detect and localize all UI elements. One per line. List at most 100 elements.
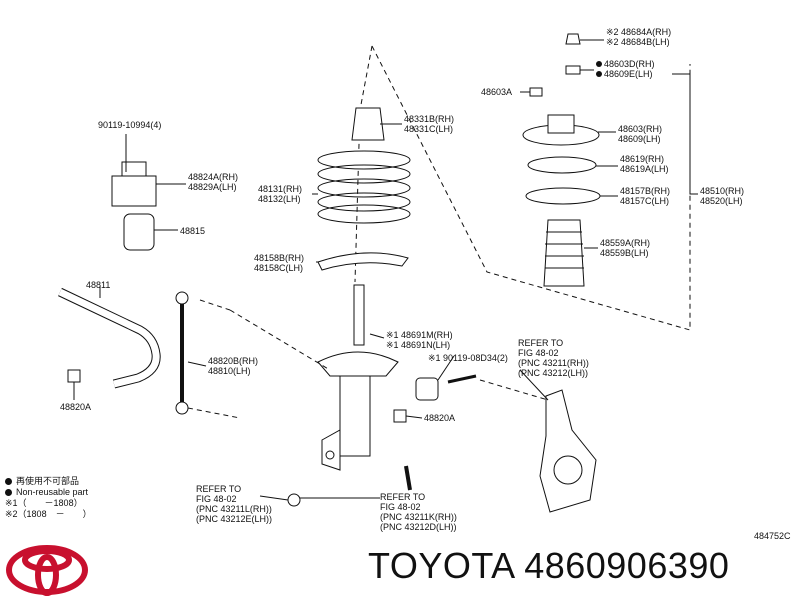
spring-seat-48158-icon <box>317 252 409 271</box>
refer-pnc-lh: (PNC 43212E(LH)) <box>196 514 273 524</box>
label-48820A-left: 48820A <box>60 402 92 412</box>
refer-to-43211: REFER TO FIG 48-02 (PNC 43211(RH)) (PNC … <box>518 338 589 378</box>
refer-fig-text: FIG 48-02 <box>518 348 559 358</box>
label-48158B: 48158B(RH) <box>254 253 305 263</box>
label-48603RH: 48603(RH) <box>618 124 663 134</box>
label-48824: 48824A(RH) 48829A(LH) <box>188 172 238 192</box>
filled-dot-icon <box>5 478 12 485</box>
label-48829A: 48829A(LH) <box>188 182 237 192</box>
refer-to-text: REFER TO <box>196 484 242 494</box>
label-48619ALH: 48619A(LH) <box>620 164 669 174</box>
bracket-48824-icon <box>111 175 157 207</box>
refer-pnc-rh: (PNC 43211(RH)) <box>518 358 589 368</box>
refer-pnc-lh: (PNC 43212(LH)) <box>518 368 589 378</box>
label-48132LH: 48132(LH) <box>258 194 301 204</box>
nut-48820A-left-icon <box>67 369 81 383</box>
strut-body-icon <box>317 351 399 377</box>
nut-48820A-mid-icon <box>393 409 407 423</box>
refer-to-text: REFER TO <box>380 492 426 502</box>
label-48810LH: 48810(LH) <box>208 366 251 376</box>
bushing-48691-icon <box>415 377 439 401</box>
nut-48603D-icon <box>565 65 581 75</box>
non-reusable-dot-icon <box>596 61 602 67</box>
label-48691: ※1 48691M(RH) ※1 48691N(LH) <box>386 330 453 350</box>
label-48559: 48559A(RH) 48559B(LH) <box>600 238 650 258</box>
bushing-48815-icon <box>123 213 155 251</box>
toyota-logo-icon <box>6 545 88 596</box>
label-48684B: ※2 48684B(LH) <box>606 37 670 47</box>
label-48331B: 48331B(RH) <box>404 114 455 124</box>
label-48559A: 48559A(RH) <box>600 238 651 248</box>
assembly-dashed-outline <box>371 45 691 331</box>
label-48520LH: 48520(LH) <box>700 196 743 206</box>
label-48559B: 48559B(LH) <box>600 248 649 258</box>
refer-to-43211K: REFER TO FIG 48-02 (PNC 43211K(RH)) (PNC… <box>380 492 457 532</box>
label-48820B: 48820B(RH) 48810(LH) <box>208 356 258 376</box>
figure-code: 484752C <box>754 531 791 541</box>
legend-label-en: Non-reusable part <box>16 487 89 497</box>
cap-48684-icon <box>565 33 581 45</box>
label-48158C: 48158C(LH) <box>254 263 304 273</box>
legend-label-ja: 再使用不可部品 <box>16 476 80 486</box>
filled-dot-icon <box>5 489 12 496</box>
steering-knuckle-icon <box>539 389 597 513</box>
label-48609E-text: 48609E(LH) <box>604 69 653 79</box>
legend: 再使用不可部品 Non-reusable part ※1（ －1808） ※2（… <box>5 476 92 520</box>
label-48824A: 48824A(RH) <box>188 172 239 182</box>
label-90119-10994: 90119-10994(4) <box>98 120 162 130</box>
label-48811: 48811 <box>86 280 111 290</box>
label-48691N: ※1 48691N(LH) <box>386 340 451 350</box>
label-48158: 48158B(RH) 48158C(LH) <box>254 253 304 273</box>
insulator-48157-icon <box>525 187 601 205</box>
legend-item-non-reusable-ja: 再使用不可部品 <box>5 476 92 487</box>
label-48609LH: 48609(LH) <box>618 134 661 144</box>
label-48331C: 48331C(LH) <box>404 124 454 134</box>
bearing-48619-icon <box>527 156 597 174</box>
label-48684A: ※2 48684A(RH) <box>606 27 672 37</box>
label-48691M: ※1 48691M(RH) <box>386 330 453 340</box>
bumper-48331-icon <box>351 107 385 141</box>
legend-period1: ※1（ －1808） <box>5 498 83 508</box>
strut-rod-icon <box>353 284 365 346</box>
refer-pnc-lh: (PNC 43212D(LH)) <box>380 522 457 532</box>
label-48331: 48331B(RH) 48331C(LH) <box>404 114 454 134</box>
label-48820BRH: 48820B(RH) <box>208 356 259 366</box>
label-48603A: 48603A <box>481 87 513 97</box>
bolt-90119-08D34-icon <box>447 374 477 384</box>
label-48131RH: 48131(RH) <box>258 184 303 194</box>
legend-period2: ※2（1808 － ） <box>5 509 92 519</box>
legend-item-period1: ※1（ －1808） <box>5 498 92 509</box>
refer-pnc-rh: (PNC 43211L(RH)) <box>196 504 272 514</box>
label-48157B: 48157B(RH) <box>620 186 671 196</box>
boot-48559-icon <box>543 219 585 287</box>
label-90119-08D34: ※1 90119-08D34(2) <box>428 353 508 363</box>
label-48619: 48619(RH) 48619A(LH) <box>620 154 669 174</box>
label-48131: 48131(RH) 48132(LH) <box>258 184 302 204</box>
label-48815: 48815 <box>180 226 206 236</box>
bolt-43211K-icon <box>404 465 412 491</box>
legend-item-period2: ※2（1808 － ） <box>5 509 92 520</box>
label-48157C: 48157C(LH) <box>620 196 670 206</box>
label-48684: ※2 48684A(RH) ※2 48684B(LH) <box>606 27 671 47</box>
refer-fig-text: FIG 48-02 <box>380 502 421 512</box>
coil-spring-48131-icon <box>317 150 411 224</box>
refer-pnc-rh: (PNC 43211K(RH)) <box>380 512 457 522</box>
label-48603D: 48603D(RH) 48609E(LH) <box>596 59 655 79</box>
label-48510: 48510(RH) 48520(LH) <box>700 186 744 206</box>
label-48619RH: 48619(RH) <box>620 154 665 164</box>
refer-fig-text: FIG 48-02 <box>196 494 237 504</box>
non-reusable-dot-icon <box>596 71 602 77</box>
legend-item-non-reusable-en: Non-reusable part <box>5 487 92 498</box>
nut-43211L-icon <box>287 493 301 507</box>
label-48603: 48603(RH) 48609(LH) <box>618 124 662 144</box>
label-48510RH: 48510(RH) <box>700 186 745 196</box>
brand-part-number: TOYOTA 4860906390 <box>368 545 730 586</box>
label-48157: 48157B(RH) 48157C(LH) <box>620 186 670 206</box>
refer-to-text: REFER TO <box>518 338 564 348</box>
refer-to-43211L: REFER TO FIG 48-02 (PNC 43211L(RH)) (PNC… <box>196 484 272 524</box>
nut-48603A-icon <box>529 87 543 97</box>
label-48820A-mid: 48820A <box>424 413 456 423</box>
label-48603D-text: 48603D(RH) <box>604 59 655 69</box>
